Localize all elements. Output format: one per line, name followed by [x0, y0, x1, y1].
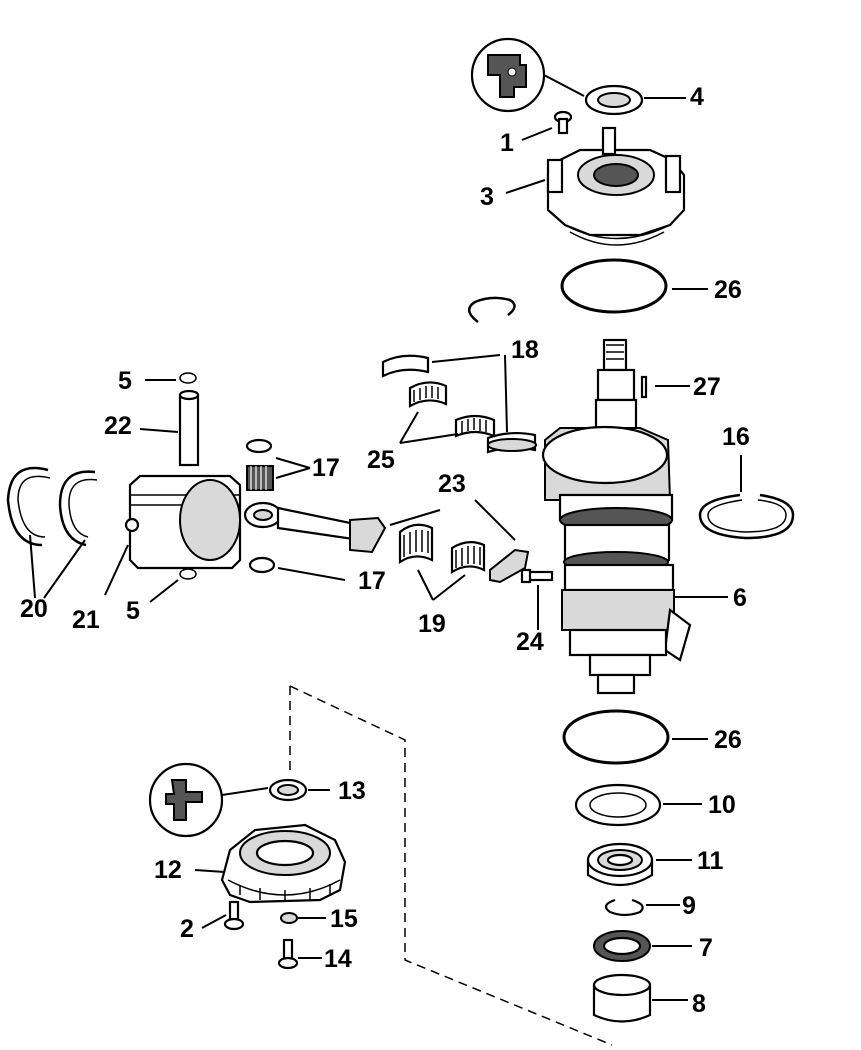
rod-cap-23 — [474, 499, 530, 584]
gasket-10 — [574, 783, 702, 827]
screw-1 — [521, 110, 573, 141]
callout-14: 14 — [324, 945, 352, 973]
bearing-cages-19 — [398, 523, 486, 601]
retaining-clip-5-upper — [145, 372, 197, 384]
wrist-pin-22 — [139, 389, 200, 467]
woodruff-key-27 — [640, 375, 690, 399]
oil-seal-7 — [593, 930, 692, 962]
callout-16: 16 — [722, 423, 750, 451]
screw-2 — [201, 900, 245, 931]
callout-6: 6 — [733, 584, 747, 612]
o-ring-26-lower — [562, 709, 708, 765]
piston-rings-20 — [6, 466, 98, 599]
piston-21 — [104, 474, 242, 596]
needle-bearing-25-b — [399, 411, 496, 444]
upper-bearing-housing-3 — [505, 126, 686, 246]
callout-2: 2 — [180, 915, 194, 943]
callout-21: 21 — [72, 606, 100, 634]
callout-26-lower: 26 — [714, 726, 742, 754]
rod-bolt-24 — [520, 568, 554, 630]
retaining-ring-9 — [604, 898, 680, 917]
screw-14 — [277, 938, 322, 970]
needle-bearing-17 — [245, 438, 346, 581]
callout-18: 18 — [511, 336, 539, 364]
callout-24: 24 — [516, 628, 544, 656]
callout-13: 13 — [338, 777, 366, 805]
retaining-ring-16 — [698, 455, 795, 540]
needle-bearing-25-a — [408, 381, 448, 408]
ball-bearing-11 — [586, 842, 692, 886]
callout-15: 15 — [330, 905, 358, 933]
washer-15 — [280, 912, 326, 924]
bearing-race-18-right — [486, 354, 537, 454]
oil-seal-4 — [584, 84, 686, 116]
connecting-rod — [243, 501, 441, 554]
callout-27: 27 — [693, 373, 721, 401]
callout-10: 10 — [708, 791, 736, 819]
callout-17-lower: 17 — [358, 567, 386, 595]
callout-5-lower: 5 — [126, 597, 140, 625]
callout-9: 9 — [682, 892, 696, 920]
o-ring-26-upper — [560, 258, 708, 314]
callout-26-upper: 26 — [714, 276, 742, 304]
retaining-ring-18 — [468, 296, 516, 323]
callout-25: 25 — [367, 446, 395, 474]
callout-5-upper: 5 — [118, 367, 132, 395]
bearing-race-18-left — [381, 354, 501, 378]
crankshaft-6 — [541, 338, 728, 695]
lower-bearing-housing-12 — [194, 823, 347, 904]
callout-7: 7 — [699, 934, 713, 962]
callout-12: 12 — [154, 856, 182, 884]
callout-4: 4 — [690, 83, 704, 111]
callout-11: 11 — [697, 847, 724, 875]
sleeve-8 — [592, 973, 688, 1023]
callout-20: 20 — [20, 595, 48, 623]
callout-17-upper: 17 — [312, 454, 340, 482]
retaining-clip-5-lower — [149, 568, 197, 603]
oil-seal-13 — [268, 778, 330, 802]
callout-23: 23 — [438, 470, 466, 498]
sealant-icon-top — [470, 37, 585, 113]
callout-19: 19 — [418, 610, 446, 638]
dashed-assembly-outline — [289, 685, 613, 1046]
callout-1: 1 — [500, 129, 514, 157]
callout-3: 3 — [480, 183, 494, 211]
callout-22: 22 — [104, 412, 132, 440]
sealant-icon-bottom — [148, 762, 269, 838]
callout-8: 8 — [692, 990, 706, 1018]
